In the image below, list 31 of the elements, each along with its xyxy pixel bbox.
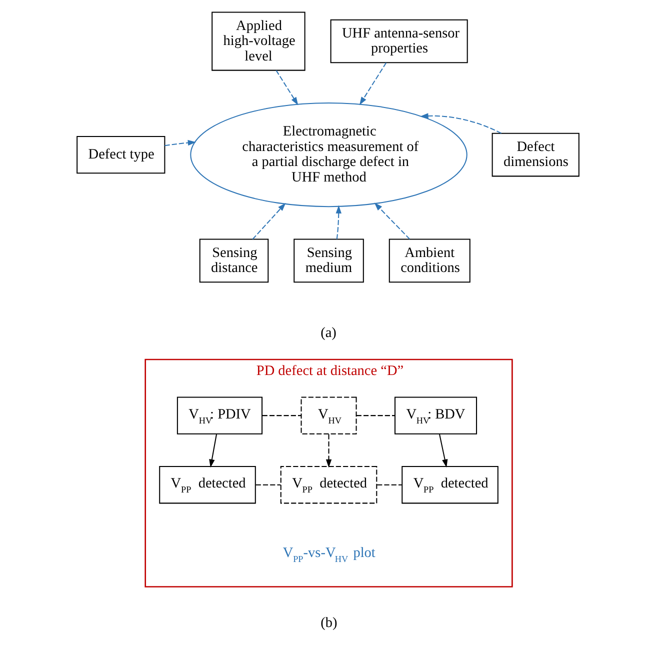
node-box: Ambient conditions (388, 238, 470, 283)
label: (a) (320, 324, 336, 341)
node-box: V$_{HV}$: BDV (394, 396, 478, 434)
label: (b) (320, 615, 338, 632)
arrow (209, 434, 218, 468)
arrow (276, 70, 298, 106)
node-ellipse: Electromagnetic characteristics measurement of a partial discharge defect in UHF method (190, 102, 468, 208)
node-box: Defect dimensions (492, 132, 580, 177)
arrow (439, 434, 448, 468)
connector (356, 415, 395, 416)
arrow (374, 202, 410, 240)
node-box: Defect type (76, 136, 166, 174)
arrow (164, 140, 196, 146)
node-box: Sensing medium (294, 238, 364, 283)
node-box: UHF antenna-sensor properties (330, 19, 468, 64)
arrow (252, 202, 286, 240)
arrow (336, 205, 342, 240)
node-box: V$_{HV}$ (300, 396, 357, 434)
node-box: V$_{HV}$: PDIV (176, 396, 263, 434)
connector (377, 484, 402, 486)
node-box: V$_{PP}$ detected (159, 466, 256, 504)
arrow (359, 62, 387, 106)
node-box: V$_{PP}$ detected (402, 466, 498, 504)
label: V$_{PP}$-vs-V$_{HV}$ plot (282, 544, 376, 564)
node-box: Applied high-voltage level (212, 12, 306, 71)
node-box: Sensing distance (199, 238, 269, 283)
connector (256, 484, 281, 486)
connector (262, 415, 301, 416)
node-box: V$_{PP}$ detected (280, 466, 378, 504)
arrow (420, 113, 502, 134)
arrow (326, 434, 332, 468)
